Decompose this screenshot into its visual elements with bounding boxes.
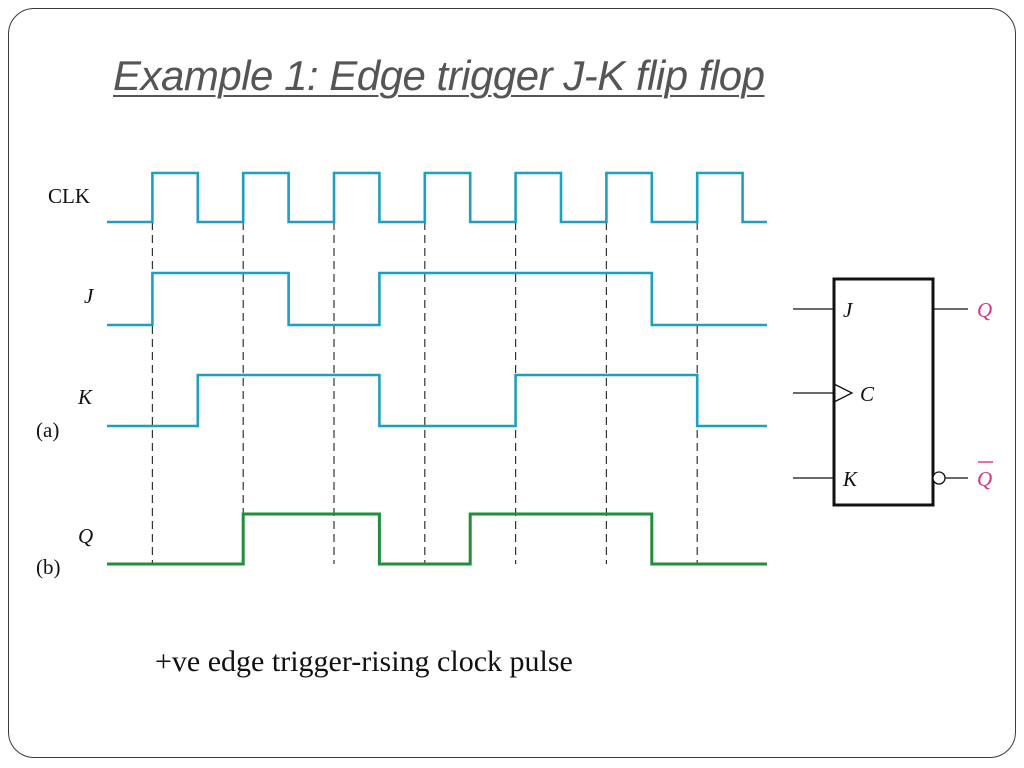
pin-label-j: J xyxy=(843,298,854,322)
waveform-group xyxy=(107,171,767,566)
pin-label-k: K xyxy=(842,467,858,491)
j-waveform xyxy=(107,271,767,327)
output-label-q: Q xyxy=(977,298,992,322)
inversion-bubble-icon xyxy=(932,471,946,485)
part-label-b: (b) xyxy=(36,555,61,579)
flip-flop-body xyxy=(832,277,935,507)
k-waveform xyxy=(107,373,767,428)
output-label-qbar: Q xyxy=(977,467,992,491)
signal-label-group: CLK J K Q xyxy=(48,184,95,548)
signal-label-q: Q xyxy=(78,524,93,548)
pin-label-c: C xyxy=(860,382,875,406)
signal-label-clk: CLK xyxy=(48,184,90,208)
clk-waveform xyxy=(107,171,767,224)
part-label-a: (a) xyxy=(36,418,59,442)
signal-label-k: K xyxy=(77,385,93,409)
signal-label-j: J xyxy=(84,284,95,308)
jk-flip-flop-symbol: J C K Q Q xyxy=(793,277,993,507)
caption: +ve edge trigger-rising clock pulse xyxy=(155,645,573,678)
slide-title: Example 1: Edge trigger J-K flip flop xyxy=(113,52,765,99)
clock-edge-triangle-icon xyxy=(833,383,854,403)
slide-frame xyxy=(8,8,1016,758)
q-waveform xyxy=(107,512,767,566)
